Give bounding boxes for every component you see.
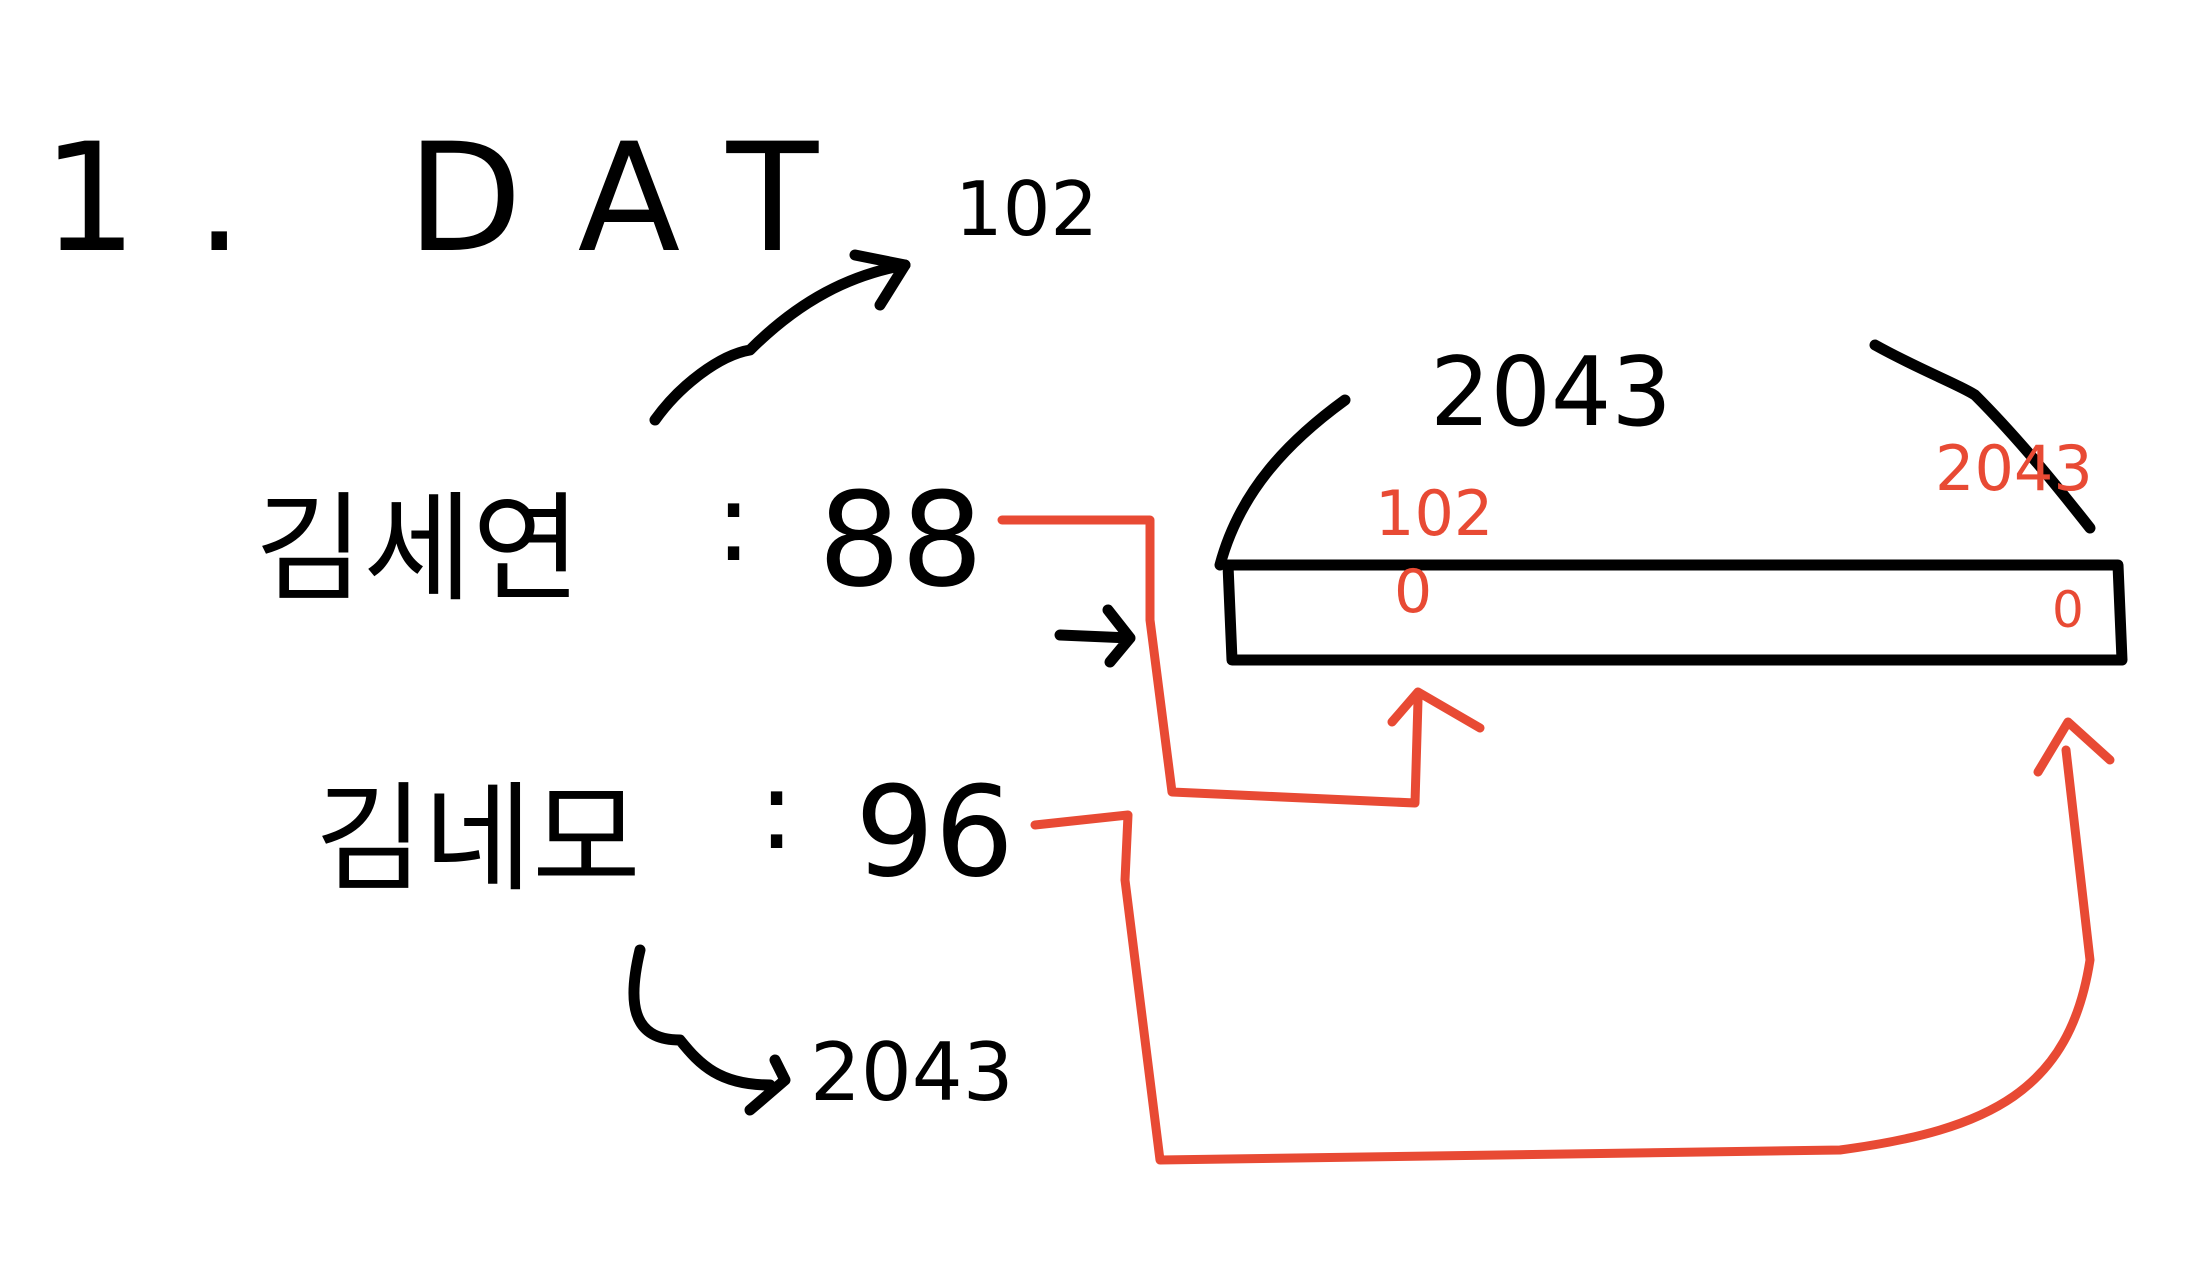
hash-arrow-2-head bbox=[744, 1054, 791, 1116]
array-box: 2043 bbox=[1054, 338, 2128, 668]
marked-index-a-label: 102 bbox=[1375, 477, 1493, 550]
array-pointer-arrow bbox=[1054, 604, 1136, 668]
marked-index-b-label: 2043 bbox=[1935, 432, 2093, 505]
array-size-brace-right bbox=[1869, 339, 2096, 534]
cell-value-a: 0 bbox=[1394, 557, 1432, 627]
connector-88-to-102 bbox=[997, 515, 1423, 808]
entry-2-separator: : bbox=[758, 746, 795, 874]
array-outline bbox=[1222, 559, 2128, 666]
hash-arrow-2 bbox=[628, 944, 776, 1091]
entry-2-score: 96 bbox=[855, 760, 1014, 905]
entry-2-name: 김네모 bbox=[315, 770, 641, 908]
array-size-label: 2043 bbox=[1430, 338, 1672, 448]
hash-value-1: 102 bbox=[955, 165, 1098, 253]
cell-value-b: 0 bbox=[2052, 581, 2084, 639]
connector-96-to-2043 bbox=[1030, 745, 2095, 1165]
entry-1-separator: : bbox=[715, 458, 752, 586]
hash-arrow-1-head bbox=[849, 249, 911, 311]
entry-1-score: 88 bbox=[818, 464, 983, 616]
entry-1-name: 김세연 bbox=[255, 480, 581, 618]
hash-value-2: 2043 bbox=[810, 1026, 1014, 1119]
connector-96-arrowhead bbox=[2033, 717, 2115, 777]
connector-88-arrowhead bbox=[1387, 687, 1485, 733]
hash-arrow-1 bbox=[649, 259, 911, 426]
title: 1. DAT bbox=[42, 112, 876, 286]
entry-row-2: 김네모 : 96 bbox=[315, 746, 1014, 908]
array-size-brace-left bbox=[1214, 394, 1351, 571]
entry-row-1: 김세연 : 88 bbox=[255, 458, 983, 618]
